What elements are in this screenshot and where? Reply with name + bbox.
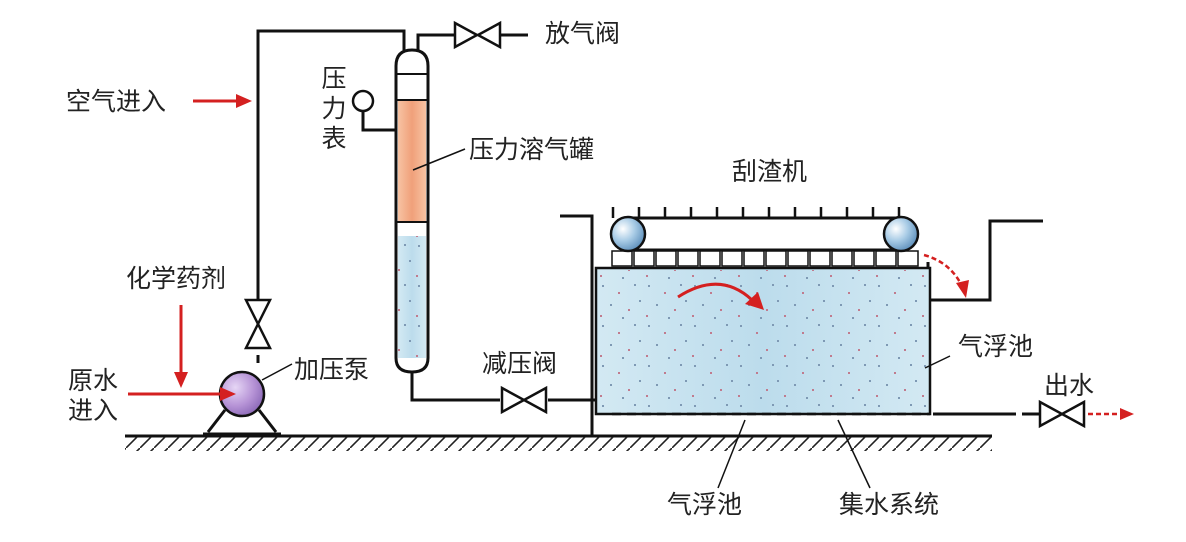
air-inlet-label: 空气进入 — [66, 87, 167, 116]
pressure-tank — [394, 48, 430, 374]
vent-valve-icon — [453, 20, 502, 50]
tank-label: 压力溶气罐 — [469, 135, 595, 164]
outlet-valve-icon — [1038, 399, 1086, 429]
pump-icon — [203, 370, 281, 436]
outlet-arrow — [1088, 408, 1134, 420]
scum-discharge-arrow — [923, 253, 969, 298]
flotation-tank-right-label: 气浮池 — [958, 332, 1034, 361]
ground — [125, 434, 992, 451]
flotation-tank — [594, 250, 932, 416]
pump-label: 加压泵 — [294, 355, 370, 384]
raw-water-label-2: 进入 — [68, 396, 119, 425]
reducing-valve-icon — [500, 385, 548, 415]
skimmer-label: 刮渣机 — [732, 157, 808, 186]
pressure-gauge-label: 压力表 — [321, 64, 347, 153]
outlet-label: 出水 — [1044, 371, 1095, 400]
flotation-tank-bottom-label: 气浮池 — [667, 490, 743, 519]
chemicals-label: 化学药剂 — [126, 264, 227, 293]
vent-valve-label: 放气阀 — [545, 19, 621, 48]
reducing-valve-label: 减压阀 — [482, 349, 558, 378]
skimmer-icon — [609, 207, 920, 253]
raw-water-arrow — [128, 387, 236, 401]
raw-water-label-1: 原水 — [68, 366, 119, 395]
chemical-valve-icon — [243, 298, 273, 350]
collection-system-label: 集水系统 — [839, 490, 940, 519]
chemical-arrow — [174, 305, 188, 388]
flow-arrow — [677, 282, 764, 310]
air-inlet-arrow — [193, 94, 252, 108]
pressure-gauge-icon — [351, 89, 375, 113]
leader-lines — [261, 148, 951, 489]
